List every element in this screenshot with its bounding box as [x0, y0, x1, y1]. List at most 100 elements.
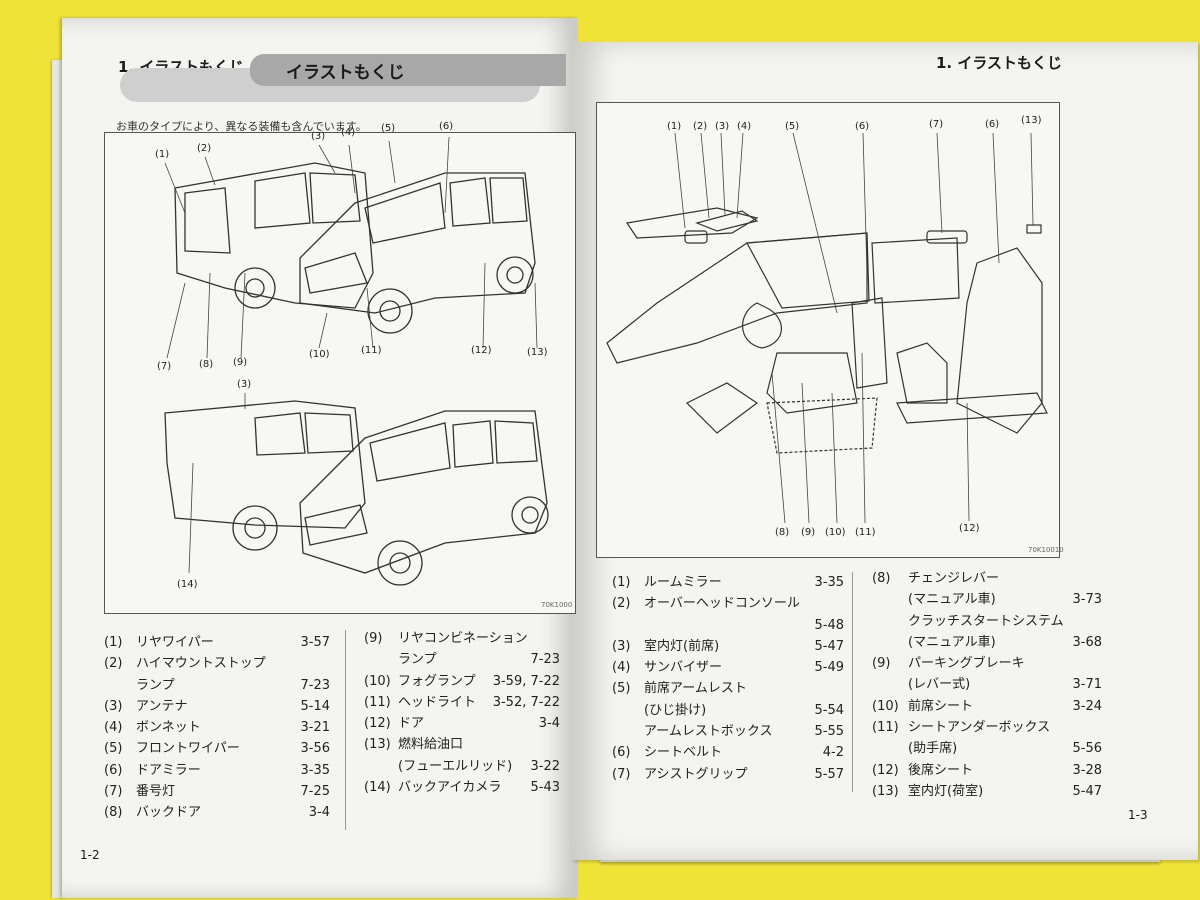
- item-page-ref: 5-47: [814, 638, 844, 654]
- item-number: (11): [364, 694, 391, 710]
- item-number: (10): [364, 673, 391, 689]
- item-number: (11): [872, 720, 899, 736]
- callout-2: (2): [197, 143, 212, 154]
- list-item: 5-48: [612, 615, 844, 636]
- item-page-ref: 4-2: [822, 745, 844, 761]
- item-page-ref: 5-48: [814, 617, 844, 633]
- item-name: ランプ: [398, 652, 437, 668]
- item-page-ref: 3-35: [814, 575, 844, 590]
- callout-6: (6): [439, 121, 454, 132]
- equipment-note: お車のタイプにより、異なる装備も含んでいます。: [116, 120, 367, 133]
- right-page-header: 1. イラストもくじ: [936, 54, 1063, 72]
- item-page-ref: 7-23: [300, 677, 330, 693]
- item-name: ハイマウントストップ: [136, 656, 266, 672]
- list-item: (5)前席アームレスト: [612, 678, 844, 699]
- callout-12: (12): [471, 345, 492, 356]
- callout-9: (9): [233, 357, 248, 368]
- item-number: (2): [612, 596, 631, 612]
- item-name: ルームミラー: [644, 575, 722, 590]
- item-number: (12): [364, 716, 391, 732]
- item-name: 番号灯: [136, 784, 176, 800]
- list-item: (8)チェンジレバー: [872, 568, 1102, 589]
- list-item: (助手席)5-56: [872, 738, 1102, 759]
- item-number: (3): [104, 698, 123, 714]
- item-number: (4): [104, 720, 123, 736]
- callout-7: (7): [157, 361, 172, 372]
- item-name: ボンネット: [136, 720, 201, 736]
- exterior-car-drawings: [164, 136, 549, 586]
- callout-8: (8): [775, 527, 790, 538]
- item-page-ref: 5-47: [1072, 783, 1102, 799]
- item-page-ref: 3-71: [1072, 677, 1102, 693]
- item-name: (マニュアル車): [908, 592, 996, 608]
- callout-11: (11): [855, 527, 876, 538]
- callout-14: (14): [177, 579, 198, 590]
- callout-3: (3): [311, 131, 326, 142]
- item-number: (7): [104, 784, 123, 800]
- item-number: (5): [104, 741, 123, 757]
- item-name: 前席アームレスト: [644, 681, 747, 697]
- callout-10: (10): [825, 527, 846, 538]
- item-number: (6): [612, 745, 631, 761]
- list-item: (13)燃料給油口: [364, 734, 560, 755]
- item-name: バックドア: [136, 805, 202, 821]
- item-page-ref: 3-24: [1072, 698, 1102, 714]
- callout-6b: (6): [985, 119, 1000, 130]
- callout-5: (5): [785, 121, 800, 132]
- figure-code-right: 70K10010: [1028, 546, 1064, 554]
- item-name: (レバー式): [908, 677, 971, 693]
- callout-6: (6): [855, 121, 870, 132]
- item-number: (9): [364, 631, 383, 646]
- item-page-ref: 3-28: [1072, 762, 1102, 778]
- item-name: 室内灯(前席): [644, 638, 720, 654]
- callout-8: (8): [199, 359, 214, 370]
- item-name: (フューエルリッド): [398, 758, 513, 774]
- item-page-ref: 3-4: [308, 805, 330, 821]
- callout-12: (12): [959, 523, 980, 534]
- callout-9: (9): [801, 527, 816, 538]
- item-number: (8): [104, 805, 123, 821]
- section-title-bar: イラストもくじ: [120, 54, 566, 102]
- callout-3-lower: (3): [237, 379, 252, 390]
- item-number: (2): [104, 656, 123, 672]
- item-name: チェンジレバー: [908, 571, 1000, 586]
- list-item: (ひじ掛け)5-54: [612, 700, 844, 721]
- item-name: ランプ: [136, 677, 175, 693]
- item-page-ref: 3-59, 7-22: [492, 673, 560, 689]
- list-item: クラッチスタートシステム: [872, 611, 1102, 632]
- item-number: (6): [104, 762, 123, 778]
- item-page-ref: 3-22: [530, 758, 560, 774]
- item-name: アームレストボックス: [644, 724, 773, 740]
- item-page-ref: 5-55: [814, 724, 844, 740]
- item-number: (3): [612, 638, 631, 654]
- list-item: ランプ 7-23: [104, 675, 330, 696]
- item-number: (13): [872, 783, 899, 799]
- item-page-ref: 5-49: [814, 660, 844, 676]
- callout-7: (7): [929, 119, 944, 130]
- callout-13: (13): [527, 347, 548, 358]
- item-name: リヤコンビネーション: [398, 631, 528, 646]
- item-name: 室内灯(荷室): [908, 783, 984, 799]
- figure-code: 70K1000: [541, 601, 573, 609]
- left-page-number: 1-2: [80, 848, 100, 862]
- list-item: (2)オーバーヘッドコンソール: [612, 593, 844, 614]
- list-item: アームレストボックス 5-55: [612, 721, 844, 742]
- item-page-ref: 3-21: [300, 720, 330, 736]
- list-item: (2) ハイマウントストップ: [104, 653, 330, 674]
- item-number: (7): [612, 766, 631, 782]
- item-number: (4): [612, 660, 631, 676]
- item-page-ref: 3-73: [1072, 592, 1102, 608]
- list-item: (3) 室内灯(前席) 5-47: [612, 636, 844, 657]
- list-item: (9) リヤコンビネーション: [364, 628, 560, 649]
